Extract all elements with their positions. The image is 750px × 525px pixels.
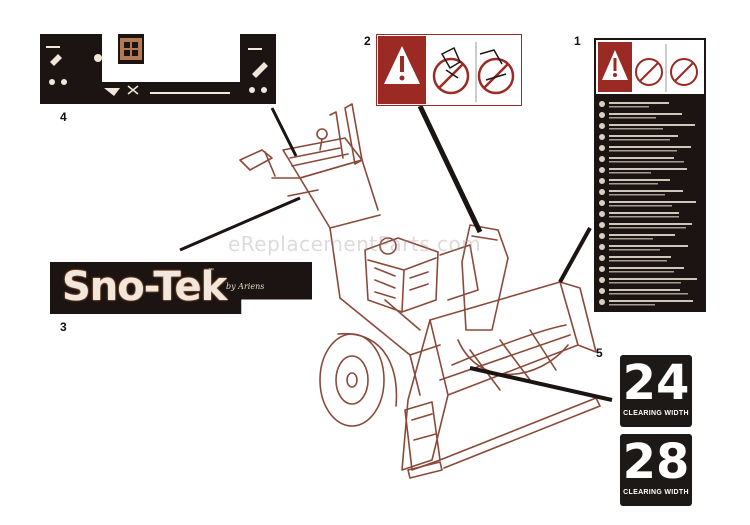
warning-text-line	[609, 117, 656, 119]
warning-text-line	[609, 212, 679, 214]
warning-bullet-icon	[599, 101, 605, 107]
sno-tek-logo-decal: Sno-Tek ™ by Ariens	[50, 262, 312, 314]
clearing-width-number: 24	[622, 355, 690, 411]
callout-2: 2	[364, 34, 371, 48]
warning-bullet-icon	[599, 189, 605, 195]
warning-bullet-icon	[599, 167, 605, 173]
logo-trademark: ™	[208, 268, 214, 274]
warning-text-line	[609, 194, 665, 196]
warning-bullet-icon	[599, 222, 605, 228]
warning-text-line	[609, 190, 683, 192]
warning-text-line	[609, 146, 691, 148]
warning-bullet-icon	[599, 200, 605, 206]
callout-5: 5	[596, 346, 603, 360]
warning-bullet-icon	[599, 112, 605, 118]
warning-text-line	[609, 172, 651, 174]
warning-text-line	[609, 271, 674, 273]
warning-text-line	[609, 304, 655, 306]
warning-text-line	[609, 245, 688, 247]
warning-text-line	[609, 157, 674, 159]
warning-bullet-icon	[599, 134, 605, 140]
warning-text-line	[609, 282, 681, 284]
warning-bullet-icon	[599, 277, 605, 283]
callout-1: 1	[574, 34, 581, 48]
warning-bullet-icon	[599, 288, 605, 294]
watermark: eReplacementParts.com	[228, 232, 482, 256]
warning-bullet-icon	[599, 266, 605, 272]
warning-text-line	[609, 223, 692, 225]
warning-text-line	[609, 260, 667, 262]
logo-brand: by Ariens	[226, 282, 265, 291]
warning-bullet-icon	[599, 255, 605, 261]
warning-bullet-icon	[599, 211, 605, 217]
warning-text-line	[609, 256, 671, 258]
warning-text-line	[609, 201, 696, 203]
warning-rows-graphic	[599, 101, 697, 306]
warning-text-line	[609, 249, 660, 251]
warning-text-line	[609, 216, 679, 218]
warning-text-line	[609, 300, 693, 302]
warning-bullet-icon	[599, 299, 605, 305]
warning-bullet-icon	[599, 145, 605, 151]
warning-bullet-icon	[599, 123, 605, 129]
warning-text-line	[609, 205, 672, 207]
clearing-width-number: 28	[622, 434, 690, 490]
warning-text-line	[609, 139, 670, 141]
warning-text-line	[609, 183, 658, 185]
clearing-width-label: CLEARING WIDTH	[623, 410, 689, 417]
warning-text-line	[609, 161, 684, 163]
warning-text-line	[609, 293, 688, 295]
warning-text-line	[609, 238, 653, 240]
warning-text-line	[609, 124, 695, 126]
warning-text-line	[609, 150, 677, 152]
callout-4: 4	[60, 110, 67, 124]
warning-text-line	[609, 102, 669, 104]
warning-text-line	[609, 227, 686, 229]
clearing-width-label: CLEARING WIDTH	[623, 489, 689, 496]
warning-text-line	[609, 106, 649, 108]
warning-text-line	[609, 168, 687, 170]
warning-text-line	[609, 289, 680, 291]
callout-3: 3	[60, 320, 67, 334]
warning-text-line	[609, 278, 697, 280]
warning-decal-small	[376, 34, 522, 106]
clearing-width-24-decal: 24 CLEARING WIDTH	[620, 355, 692, 427]
warning-bullet-icon	[599, 233, 605, 239]
warning-text-line	[609, 179, 670, 181]
warning-bullet-icon	[599, 178, 605, 184]
warning-bullet-icon	[599, 244, 605, 250]
warning-decal-large	[594, 38, 706, 312]
warning-text-line	[609, 234, 675, 236]
warning-bullet-icon	[599, 156, 605, 162]
warning-text-line	[609, 135, 678, 137]
warning-text-line	[609, 128, 663, 130]
control-panel-decal	[40, 34, 276, 104]
warning-text-line	[609, 113, 682, 115]
warning-text-line	[609, 267, 684, 269]
logo-wordmark: Sno-Tek	[62, 264, 227, 310]
clearing-width-28-decal: 28 CLEARING WIDTH	[620, 434, 692, 506]
